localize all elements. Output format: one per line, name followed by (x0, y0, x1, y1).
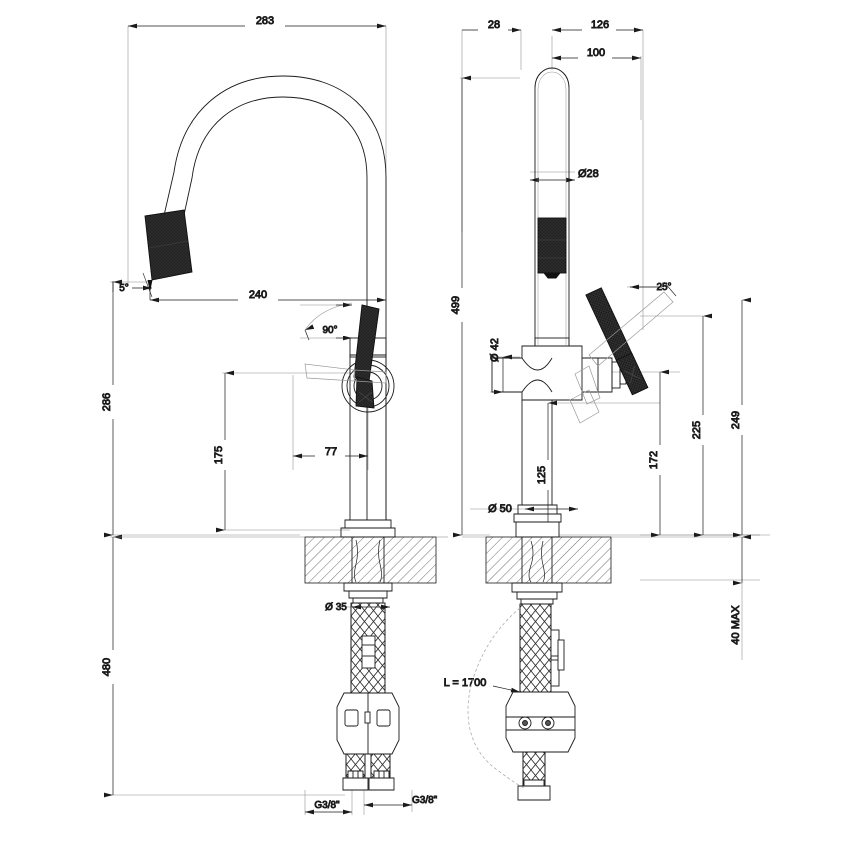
countertop-section-front (304, 536, 437, 584)
dim-g38-left: G3/8" (314, 800, 340, 811)
dim-499: 499 (450, 296, 462, 314)
dim-d28: Ø28 (578, 168, 599, 180)
dim-225: 225 (691, 421, 703, 439)
dim-175: 175 (213, 446, 225, 464)
dim-90deg: 90° (322, 325, 337, 336)
dim-172: 172 (648, 451, 660, 469)
dim-286: 286 (101, 393, 113, 411)
dim-249: 249 (730, 411, 742, 429)
front-view-faucet (110, 75, 448, 791)
dim-283: 283 (256, 15, 274, 27)
countertop-section-side (485, 536, 612, 584)
dim-480: 480 (101, 658, 113, 676)
dim-40max: 40 MAX (730, 605, 742, 645)
dim-77: 77 (325, 446, 337, 458)
pull-down-hose-path (467, 607, 525, 789)
dim-g38-right: G3/8" (412, 795, 438, 806)
dim-25deg: 25° (656, 282, 671, 293)
side-view-faucet (462, 67, 742, 801)
dim-126: 126 (591, 19, 609, 31)
dim-100: 100 (587, 47, 605, 59)
dim-125: 125 (536, 466, 548, 484)
dim-d42: Ø 42 (489, 338, 501, 362)
dim-240: 240 (249, 289, 267, 301)
dim-5deg: 5° (119, 283, 129, 294)
dim-d35: Ø 35 (325, 602, 347, 613)
dim-28: 28 (488, 19, 500, 31)
dim-d50: Ø 50 (488, 503, 512, 515)
label-hose-length: L = 1700 (444, 677, 487, 689)
